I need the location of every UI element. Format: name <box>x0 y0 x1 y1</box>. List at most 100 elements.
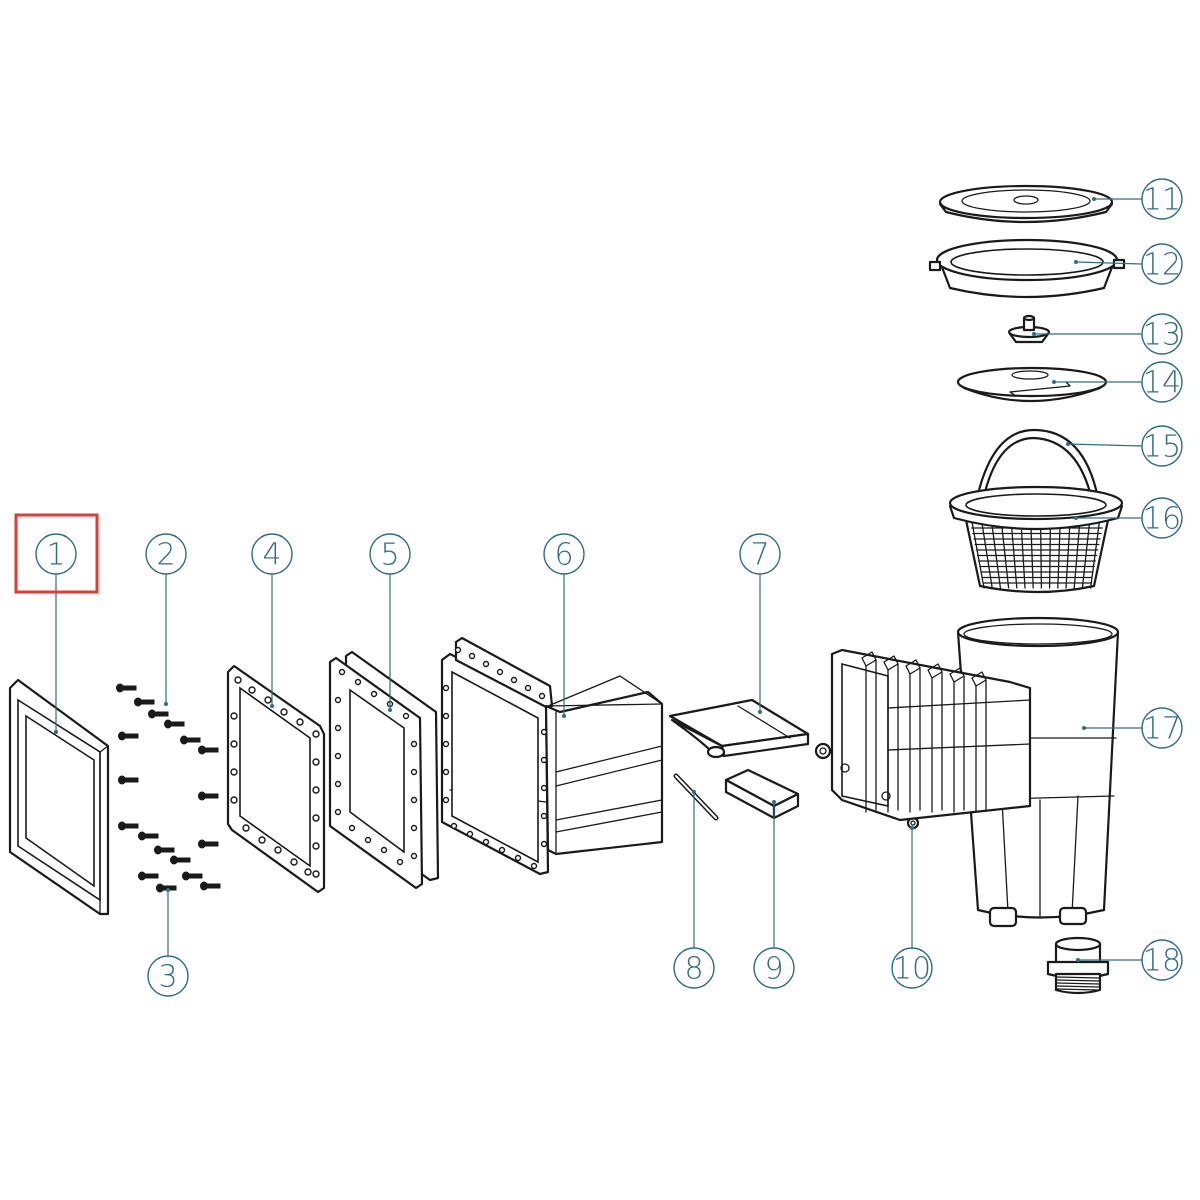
callout-9: 9 <box>753 800 795 989</box>
mouth-holes <box>442 646 548 870</box>
bolt-hole <box>454 646 462 654</box>
bolt-hole <box>410 796 418 804</box>
bolt-hole <box>540 784 548 792</box>
bolt-hole <box>334 752 342 760</box>
double-gasket-holes <box>334 668 418 866</box>
callout-number: 16 <box>1143 502 1181 537</box>
bolt-hole <box>442 740 450 748</box>
part-weir-flap <box>668 698 810 759</box>
screw <box>180 735 201 745</box>
callout-circle <box>1141 361 1183 403</box>
bolt-hole <box>312 842 320 850</box>
bolt-hole <box>442 796 450 804</box>
screw <box>198 745 219 755</box>
bolt-hole <box>540 812 548 820</box>
bolt-hole <box>496 668 504 676</box>
part-float <box>724 768 800 820</box>
part-pin <box>673 773 719 821</box>
callout-number: 15 <box>1143 430 1181 465</box>
callout-12: 12 <box>1074 243 1183 285</box>
callout-circle <box>145 533 187 575</box>
screw <box>170 855 191 865</box>
bolt-hole <box>312 730 320 738</box>
leader-dot <box>1074 516 1078 520</box>
callout-11: 11 <box>1092 178 1183 220</box>
bolt-hole <box>402 712 410 720</box>
bolt-hole <box>274 846 282 854</box>
part-collar <box>928 238 1126 299</box>
bolt-hole <box>442 712 450 720</box>
part-gasket <box>226 664 326 894</box>
bolt-hole <box>380 846 388 854</box>
callout-circle <box>1141 243 1183 285</box>
bolt-hole <box>230 740 238 748</box>
leader-dot <box>772 800 776 804</box>
part-double-gasket <box>328 650 440 890</box>
callout-number: 7 <box>750 538 769 573</box>
screw <box>182 871 203 881</box>
leader-dot <box>1092 197 1096 201</box>
callout-circle <box>369 533 411 575</box>
part-lid <box>938 184 1114 224</box>
screw <box>118 821 139 831</box>
leader-dot <box>692 790 696 794</box>
callout-number: 10 <box>893 952 931 987</box>
screw <box>154 845 175 855</box>
screw <box>148 709 169 719</box>
bolt-hole <box>234 676 242 684</box>
bolt-hole <box>248 686 256 694</box>
bolt-hole <box>442 684 450 692</box>
callout-circle <box>1141 707 1183 749</box>
bolt-hole <box>442 768 450 776</box>
bolt-hole <box>530 862 538 870</box>
bolt-hole <box>296 718 304 726</box>
callout-7: 7 <box>739 533 781 714</box>
bolt-hole <box>312 786 320 794</box>
bolt-hole <box>338 668 346 676</box>
part-skimmer-body <box>830 616 1120 928</box>
callout-3: 3 <box>147 888 189 997</box>
gasket-holes <box>230 676 320 878</box>
bolt-hole <box>312 870 320 878</box>
bolt-hole <box>230 712 238 720</box>
callout-circle <box>251 533 293 575</box>
leader-dot <box>910 826 914 830</box>
bolt-hole <box>498 846 506 854</box>
callout-number: 18 <box>1143 944 1181 979</box>
callout-4: 4 <box>251 533 293 708</box>
callout-18: 18 <box>1076 939 1183 981</box>
callout-1: 1 <box>35 533 77 734</box>
bolt-hole <box>514 854 522 862</box>
screw <box>198 839 219 849</box>
callout-circle <box>1141 178 1183 220</box>
basket-mesh <box>971 521 1103 589</box>
bolt-hole <box>264 696 272 704</box>
leader-line <box>1075 261 1143 265</box>
screw <box>156 883 177 893</box>
callout-number: 5 <box>380 538 399 573</box>
bolt-hole <box>354 678 362 686</box>
callout-number: 4 <box>262 538 281 573</box>
callout-number: 1 <box>46 538 65 573</box>
bolt-hole <box>312 814 320 822</box>
part-face-plate <box>8 678 110 916</box>
leader-dot <box>1076 958 1080 962</box>
leader-dot <box>388 708 392 712</box>
callout-circle <box>673 947 715 989</box>
callout-6: 6 <box>543 533 585 718</box>
bolt-hole <box>524 684 532 692</box>
screw <box>138 831 159 841</box>
bolt-hole <box>280 708 288 716</box>
callout-number: 13 <box>1143 318 1181 353</box>
leader-dot <box>166 888 170 892</box>
callout-circle <box>1141 497 1183 539</box>
leader-dot <box>1074 260 1078 264</box>
screw <box>164 719 185 729</box>
callout-number: 6 <box>554 538 573 573</box>
bolt-hole <box>304 868 312 876</box>
bolt-hole <box>540 756 548 764</box>
bolt-hole <box>540 728 548 736</box>
bolt-hole <box>468 652 476 660</box>
bolt-hole <box>410 852 418 860</box>
